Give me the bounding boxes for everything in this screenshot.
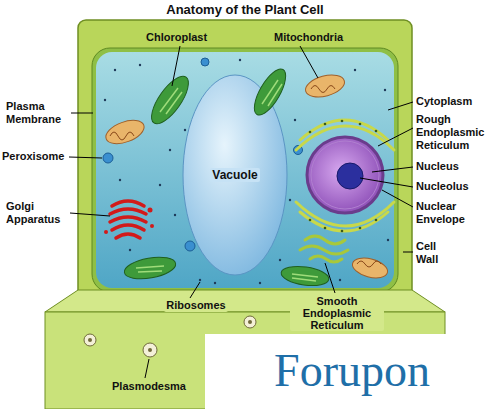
part-label: Chloroplast <box>144 31 209 44</box>
part-label: Plasmodesma <box>110 380 188 393</box>
part-label: Nucleolus <box>416 180 469 193</box>
watermark: Forupon <box>274 344 430 397</box>
part-label: Mitochondria <box>272 31 345 44</box>
part-label: Ribosomes <box>164 299 227 312</box>
part-label: Plasma Membrane <box>6 100 70 126</box>
part-label: Golgi Apparatus <box>6 200 70 226</box>
part-label: Peroxisome <box>2 150 64 163</box>
diagram-title: Anatomy of the Plant Cell <box>166 2 323 17</box>
part-label: Vacuole <box>210 168 259 182</box>
part-label: Nucleus <box>416 160 459 173</box>
part-label: Rough Endoplasmic Reticulum <box>416 113 496 152</box>
part-label: Smooth Endoplasmic Reticulum <box>290 295 384 331</box>
part-label: Cytoplasm <box>416 95 472 108</box>
part-label: Cell Wall <box>416 240 458 266</box>
part-label: Nuclear Envelope <box>416 200 488 226</box>
